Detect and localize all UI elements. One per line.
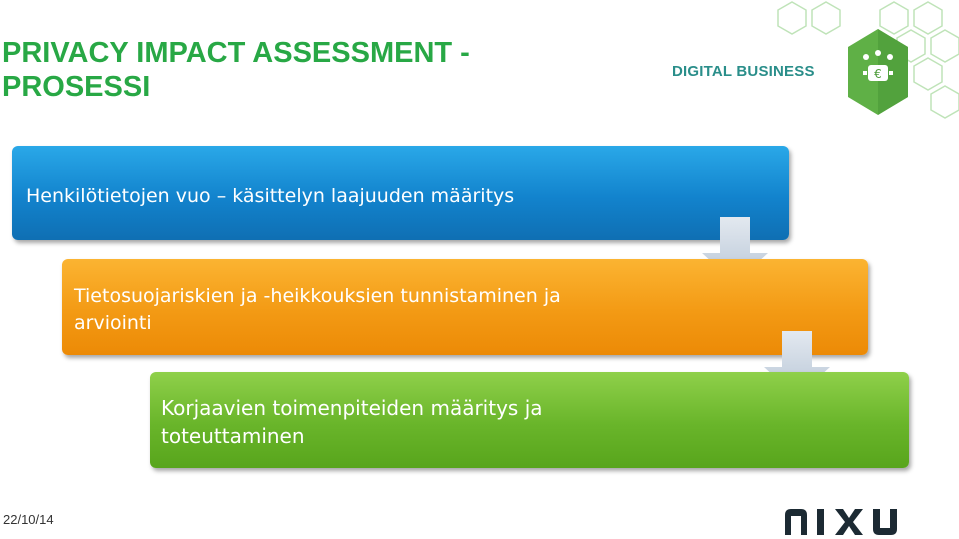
process-step-1: Henkilötietojen vuo – käsittelyn laajuud… bbox=[12, 146, 789, 240]
title-line-1: PRIVACY IMPACT ASSESSMENT - bbox=[2, 37, 470, 69]
step-2-text-line-2: arviointi bbox=[74, 312, 152, 334]
nixu-logo bbox=[785, 509, 897, 535]
step-1-text: Henkilötietojen vuo – käsittelyn laajuud… bbox=[26, 185, 515, 207]
process-step-2: Tietosuojariskien ja -heikkouksien tunni… bbox=[62, 259, 868, 355]
step-3-text-line-1: Korjaavien toimenpiteiden määritys ja bbox=[161, 396, 543, 420]
slide-title: PRIVACY IMPACT ASSESSMENT - PROSESSI bbox=[2, 36, 622, 104]
title-line-2: PROSESSI bbox=[2, 71, 151, 103]
brand-label: DIGITAL BUSINESS bbox=[672, 63, 815, 80]
slide-date: 22/10/14 bbox=[3, 512, 54, 527]
svg-text:€: € bbox=[874, 67, 882, 81]
hex-pattern-icon bbox=[777, 1, 959, 119]
step-3-text-line-2: toteuttaminen bbox=[161, 424, 305, 448]
step-2-text-line-1: Tietosuojariskien ja -heikkouksien tunni… bbox=[74, 285, 561, 307]
euro-badge-icon: € bbox=[848, 29, 908, 115]
process-step-3: Korjaavien toimenpiteiden määritys ja to… bbox=[150, 372, 909, 468]
